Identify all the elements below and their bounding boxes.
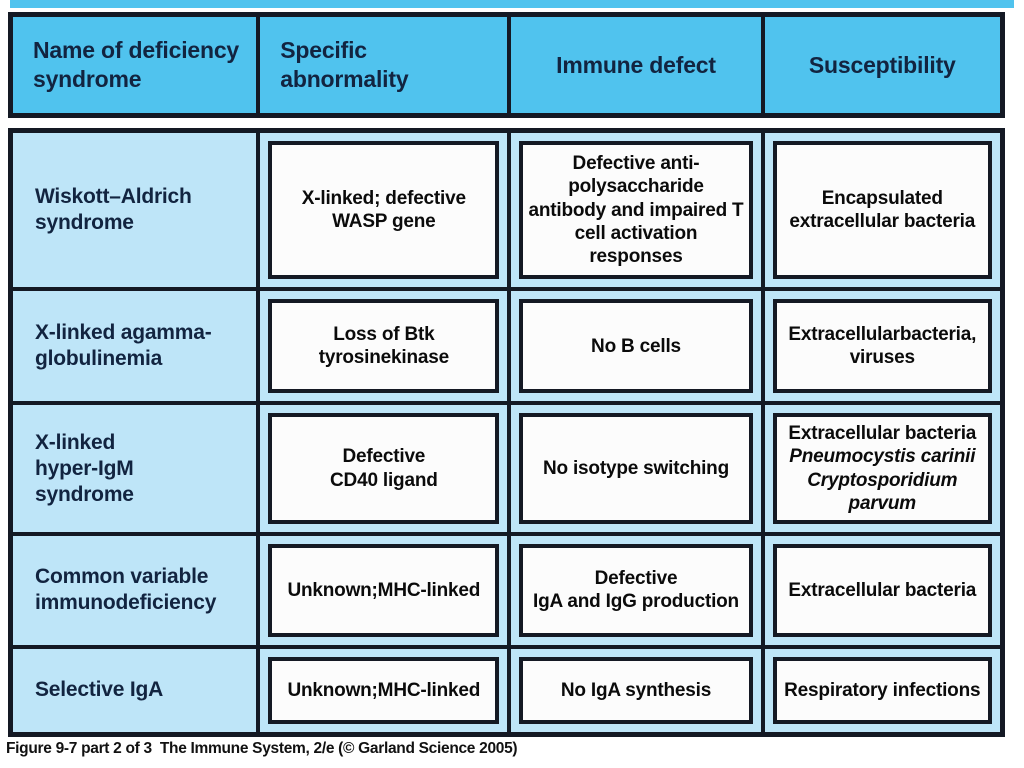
white-box: Extracellularbacteria, viruses (772, 299, 992, 394)
figure-caption: Figure 9-7 part 2 of 3 The Immune System… (6, 740, 518, 757)
cell-syndrome-name: X-linked agamma- globulinemia (13, 291, 257, 402)
cell-susceptibility: Encapsulated extracellular bacteria (764, 133, 1000, 288)
cell-syndrome-name: Selective IgA (13, 648, 257, 732)
cell-text: Defective anti- polysaccharide antibody … (528, 153, 744, 267)
cell-syndrome-name: Wiskott–Aldrich syndrome (13, 133, 257, 288)
cell-immune-defect: Defective IgA and IgG production (511, 536, 761, 645)
cell-text: Extracellularbacteria, viruses (788, 324, 977, 369)
cell-text-italic: Cryptosporidium parvum (807, 469, 958, 514)
white-box: Defective CD40 ligand (268, 413, 500, 525)
cell-immune-defect: No IgA synthesis (511, 648, 761, 732)
cell-text: Extracellular bacteria (788, 579, 977, 601)
header-cell-susceptibility: Susceptibility (764, 17, 1000, 113)
header-cell-name: Name of deficiency syndrome (13, 17, 257, 113)
cell-text: Respiratory infections (784, 679, 981, 701)
cell-text: No IgA synthesis (560, 679, 712, 701)
white-box: Unknown;MHC-linked (268, 656, 500, 724)
white-box: No isotype switching (519, 413, 753, 525)
white-box: Extracellular bacteria (772, 544, 992, 637)
cell-syndrome-name: X-linked hyper-IgM syndrome (13, 405, 257, 533)
white-box: Unknown;MHC-linked (268, 544, 500, 637)
cell-immune-defect: Defective anti- polysaccharide antibody … (511, 133, 761, 288)
header-cell-abnormality: Specific abnormality (260, 17, 508, 113)
cell-specific-abnormality: X-linked; defective WASP gene (260, 133, 508, 288)
white-box: Extracellular bacteria Pneumocystis cari… (772, 413, 992, 525)
white-box: X-linked; defective WASP gene (268, 141, 500, 280)
cell-text: Unknown;MHC-linked (287, 679, 481, 701)
cell-susceptibility: Respiratory infections (764, 648, 1000, 732)
header-cell-immune-defect: Immune defect (511, 17, 761, 113)
cell-specific-abnormality: Unknown;MHC-linked (260, 536, 508, 645)
cell-text: Unknown;MHC-linked (287, 579, 481, 601)
white-box: No IgA synthesis (519, 656, 753, 724)
white-box: Encapsulated extracellular bacteria (772, 141, 992, 280)
cell-specific-abnormality: Loss of Btk tyrosinekinase (260, 291, 508, 402)
white-box: Defective anti- polysaccharide antibody … (519, 141, 753, 280)
white-box: Respiratory infections (772, 656, 992, 724)
body-table: Wiskott–Aldrich syndrome X-linked; defec… (8, 128, 1005, 737)
cell-immune-defect: No B cells (511, 291, 761, 402)
top-border-strip (10, 0, 1014, 8)
white-box: Defective IgA and IgG production (519, 544, 753, 637)
cell-immune-defect: No isotype switching (511, 405, 761, 533)
cell-specific-abnormality: Defective CD40 ligand (260, 405, 508, 533)
cell-specific-abnormality: Unknown;MHC-linked (260, 648, 508, 732)
cell-susceptibility: Extracellularbacteria, viruses (764, 291, 1000, 402)
cell-syndrome-name: Common variable immunodeficiency (13, 536, 257, 645)
cell-text: Defective IgA and IgG production (532, 568, 739, 613)
cell-text: Encapsulated extracellular bacteria (789, 188, 976, 233)
cell-text: No isotype switching (542, 457, 729, 479)
cell-susceptibility: Extracellular bacteria Pneumocystis cari… (764, 405, 1000, 533)
cell-text: Extracellular bacteria (788, 423, 977, 445)
cell-text: Loss of Btk tyrosinekinase (318, 324, 449, 369)
white-box: No B cells (519, 299, 753, 394)
cell-text: No B cells (591, 335, 681, 357)
cell-text: X-linked; defective WASP gene (301, 188, 466, 233)
cell-text: Defective CD40 ligand (330, 446, 438, 491)
cell-susceptibility: Extracellular bacteria (764, 536, 1000, 645)
cell-text-italic: Pneumocystis carinii (789, 446, 976, 468)
white-box: Loss of Btk tyrosinekinase (268, 299, 500, 394)
header-table: Name of deficiency syndrome Specific abn… (8, 12, 1005, 118)
